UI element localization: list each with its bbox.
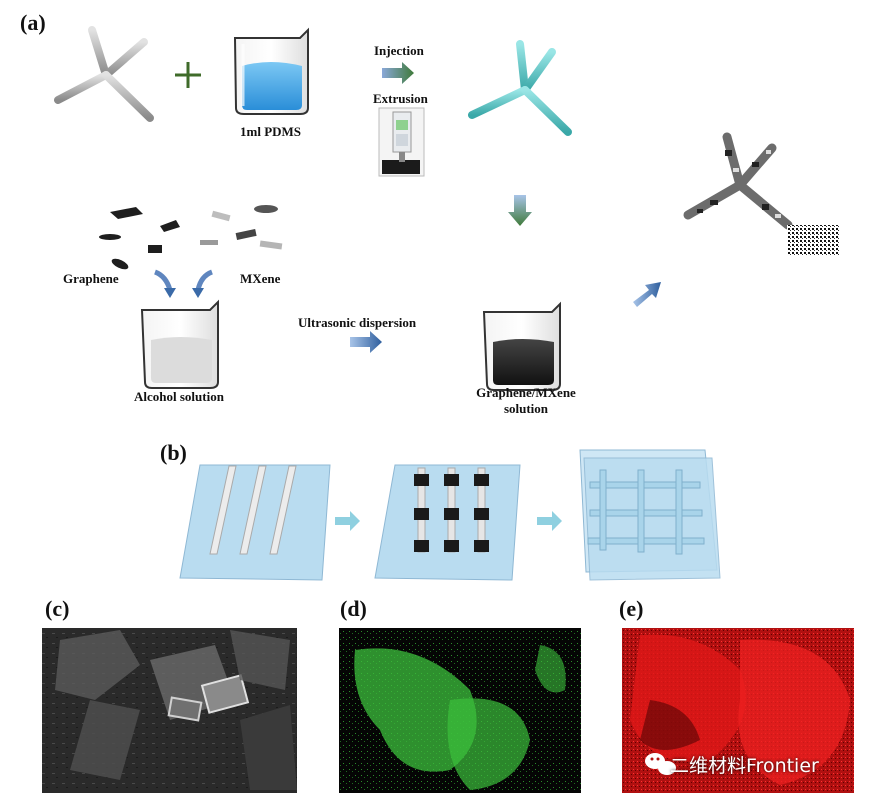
pdms-label: 1ml PDMS — [240, 124, 302, 139]
grey-tetrapod — [54, 26, 154, 122]
panel-label-c: (c) — [45, 596, 70, 621]
graphene-arrow — [154, 269, 173, 291]
plus-icon — [175, 62, 201, 88]
graphene-block — [414, 474, 429, 486]
watermark-text: 二维材料Frontier — [670, 755, 819, 777]
graphene-block — [474, 474, 489, 486]
ultrasonic-arrow — [350, 331, 382, 353]
mxene-label: MXene — [240, 271, 281, 286]
graphene-block — [474, 508, 489, 520]
decorated-tetrapod — [683, 132, 793, 230]
step-arrow-2 — [537, 511, 562, 531]
substrate-step-2-blocks — [414, 467, 489, 553]
down-arrow — [508, 195, 532, 226]
panel-label-d: (d) — [340, 596, 367, 621]
extrusion-label: Extrusion — [373, 91, 428, 106]
solution-label: Graphene/MXene solution — [471, 385, 581, 417]
solution-beaker — [482, 301, 561, 391]
panel-label-e: (e) — [619, 596, 644, 621]
panel-label-a: (a) — [20, 10, 46, 35]
ultrasonic-label: Ultrasonic dispersion — [298, 315, 417, 330]
substrate-step-3 — [579, 449, 721, 581]
solution-label-line2: solution — [503, 401, 549, 416]
alcohol-label: Alcohol solution — [134, 389, 224, 404]
graphene-block — [444, 540, 459, 552]
solution-label-line1: Graphene/MXene — [476, 385, 576, 400]
graphene-block — [414, 508, 429, 520]
mxene-flakes — [200, 205, 283, 250]
injection-label: Injection — [374, 43, 424, 58]
graphene-flakes — [99, 207, 180, 270]
substrate-step-1 — [179, 464, 331, 581]
pdms-beaker — [233, 27, 309, 115]
wechat-icon — [645, 753, 676, 775]
graphene-block — [474, 540, 489, 552]
step-arrow-1 — [335, 511, 360, 531]
coated-tetrapod — [468, 40, 572, 136]
panel-label-b: (b) — [160, 440, 187, 465]
alcohol-beaker — [140, 299, 219, 389]
sem-image — [42, 628, 297, 793]
injection-arrow — [382, 62, 414, 84]
extrusion-machine — [378, 107, 425, 177]
eds-map-green — [339, 628, 581, 793]
graphene-label: Graphene — [63, 271, 119, 286]
graphene-block — [444, 508, 459, 520]
diagonal-arrow — [633, 282, 661, 307]
mxene-arrow — [195, 269, 213, 291]
graphene-block — [444, 474, 459, 486]
graphene-block — [414, 540, 429, 552]
sponge-block — [787, 225, 839, 255]
